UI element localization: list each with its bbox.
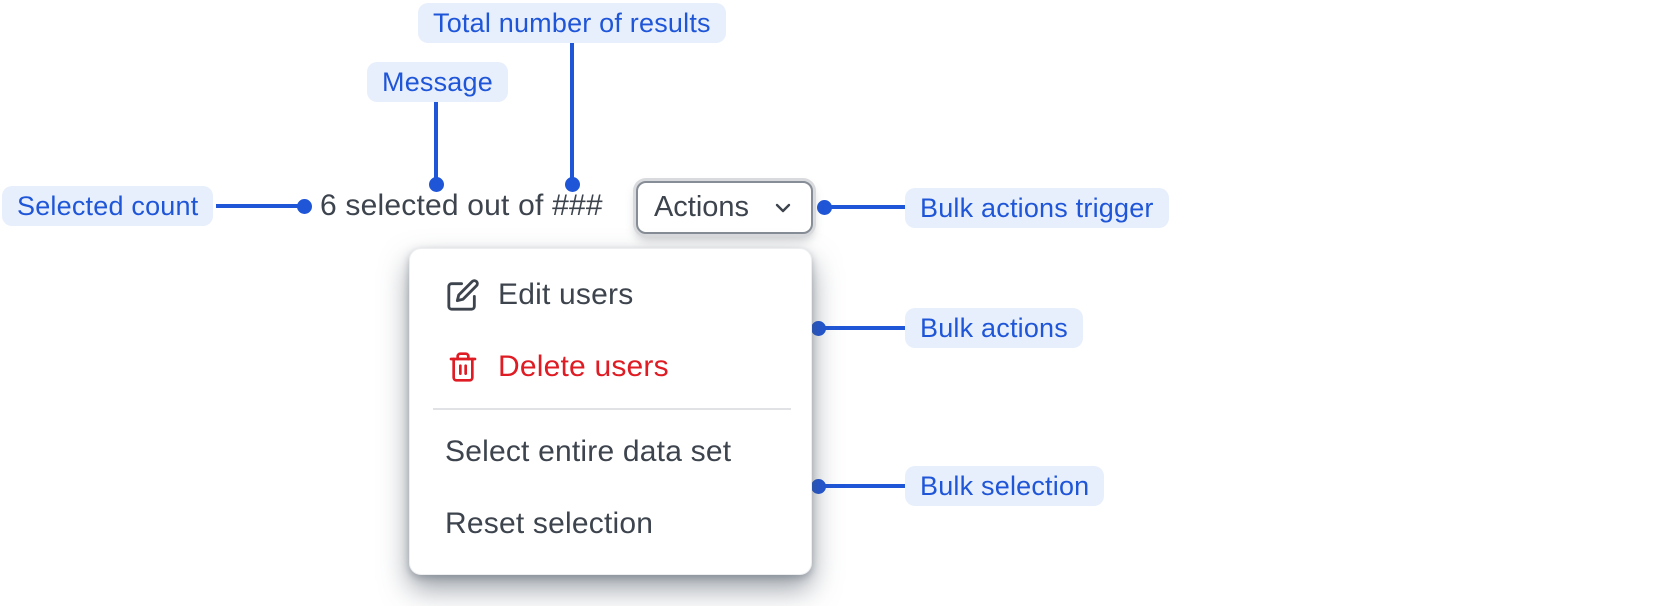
- menu-item-edit-users[interactable]: Edit users: [410, 259, 811, 331]
- trash-icon: [445, 349, 481, 385]
- callout-total-results: Total number of results: [418, 3, 726, 43]
- menu-item-reset-selection[interactable]: Reset selection: [410, 488, 811, 560]
- connector-line-message: [434, 102, 438, 184]
- menu-item-label: Reset selection: [445, 507, 654, 540]
- connector-line-selected-count: [216, 204, 306, 208]
- selected-count-message: 6 selected out of ###: [320, 189, 603, 222]
- connector-dot-bulk-actions-trigger: [816, 199, 832, 215]
- menu-item-label: Edit users: [498, 278, 634, 311]
- connector-dot-selected-count: [296, 198, 312, 214]
- connector-dot-bulk-actions: [810, 320, 826, 336]
- actions-button-label: Actions: [653, 191, 750, 223]
- callout-bulk-actions: Bulk actions: [905, 308, 1083, 348]
- edit-pencil-icon: [445, 277, 481, 313]
- menu-item-delete-users[interactable]: Delete users: [410, 331, 811, 403]
- connector-dot-message: [428, 176, 444, 192]
- menu-item-label: Delete users: [498, 350, 669, 383]
- bulk-actions-trigger-button[interactable]: Actions: [636, 181, 813, 234]
- connector-line-bulk-actions: [816, 326, 905, 330]
- menu-item-select-entire-data-set[interactable]: Select entire data set: [410, 416, 811, 488]
- chevron-down-icon: [771, 196, 795, 220]
- callout-message: Message: [367, 62, 508, 102]
- connector-dot-bulk-selection: [810, 478, 826, 494]
- callout-selected-count: Selected count: [2, 186, 214, 226]
- connector-line-total-results: [570, 43, 574, 184]
- connector-line-bulk-selection: [816, 484, 905, 488]
- bulk-actions-menu: Edit users Delete users Select entire da…: [409, 248, 812, 575]
- menu-divider: [433, 408, 791, 410]
- callout-bulk-selection: Bulk selection: [905, 466, 1105, 506]
- connector-dot-total-results: [564, 176, 580, 192]
- callout-bulk-actions-trigger: Bulk actions trigger: [905, 188, 1169, 228]
- menu-item-label: Select entire data set: [445, 435, 732, 468]
- connector-line-bulk-actions-trigger: [822, 205, 905, 209]
